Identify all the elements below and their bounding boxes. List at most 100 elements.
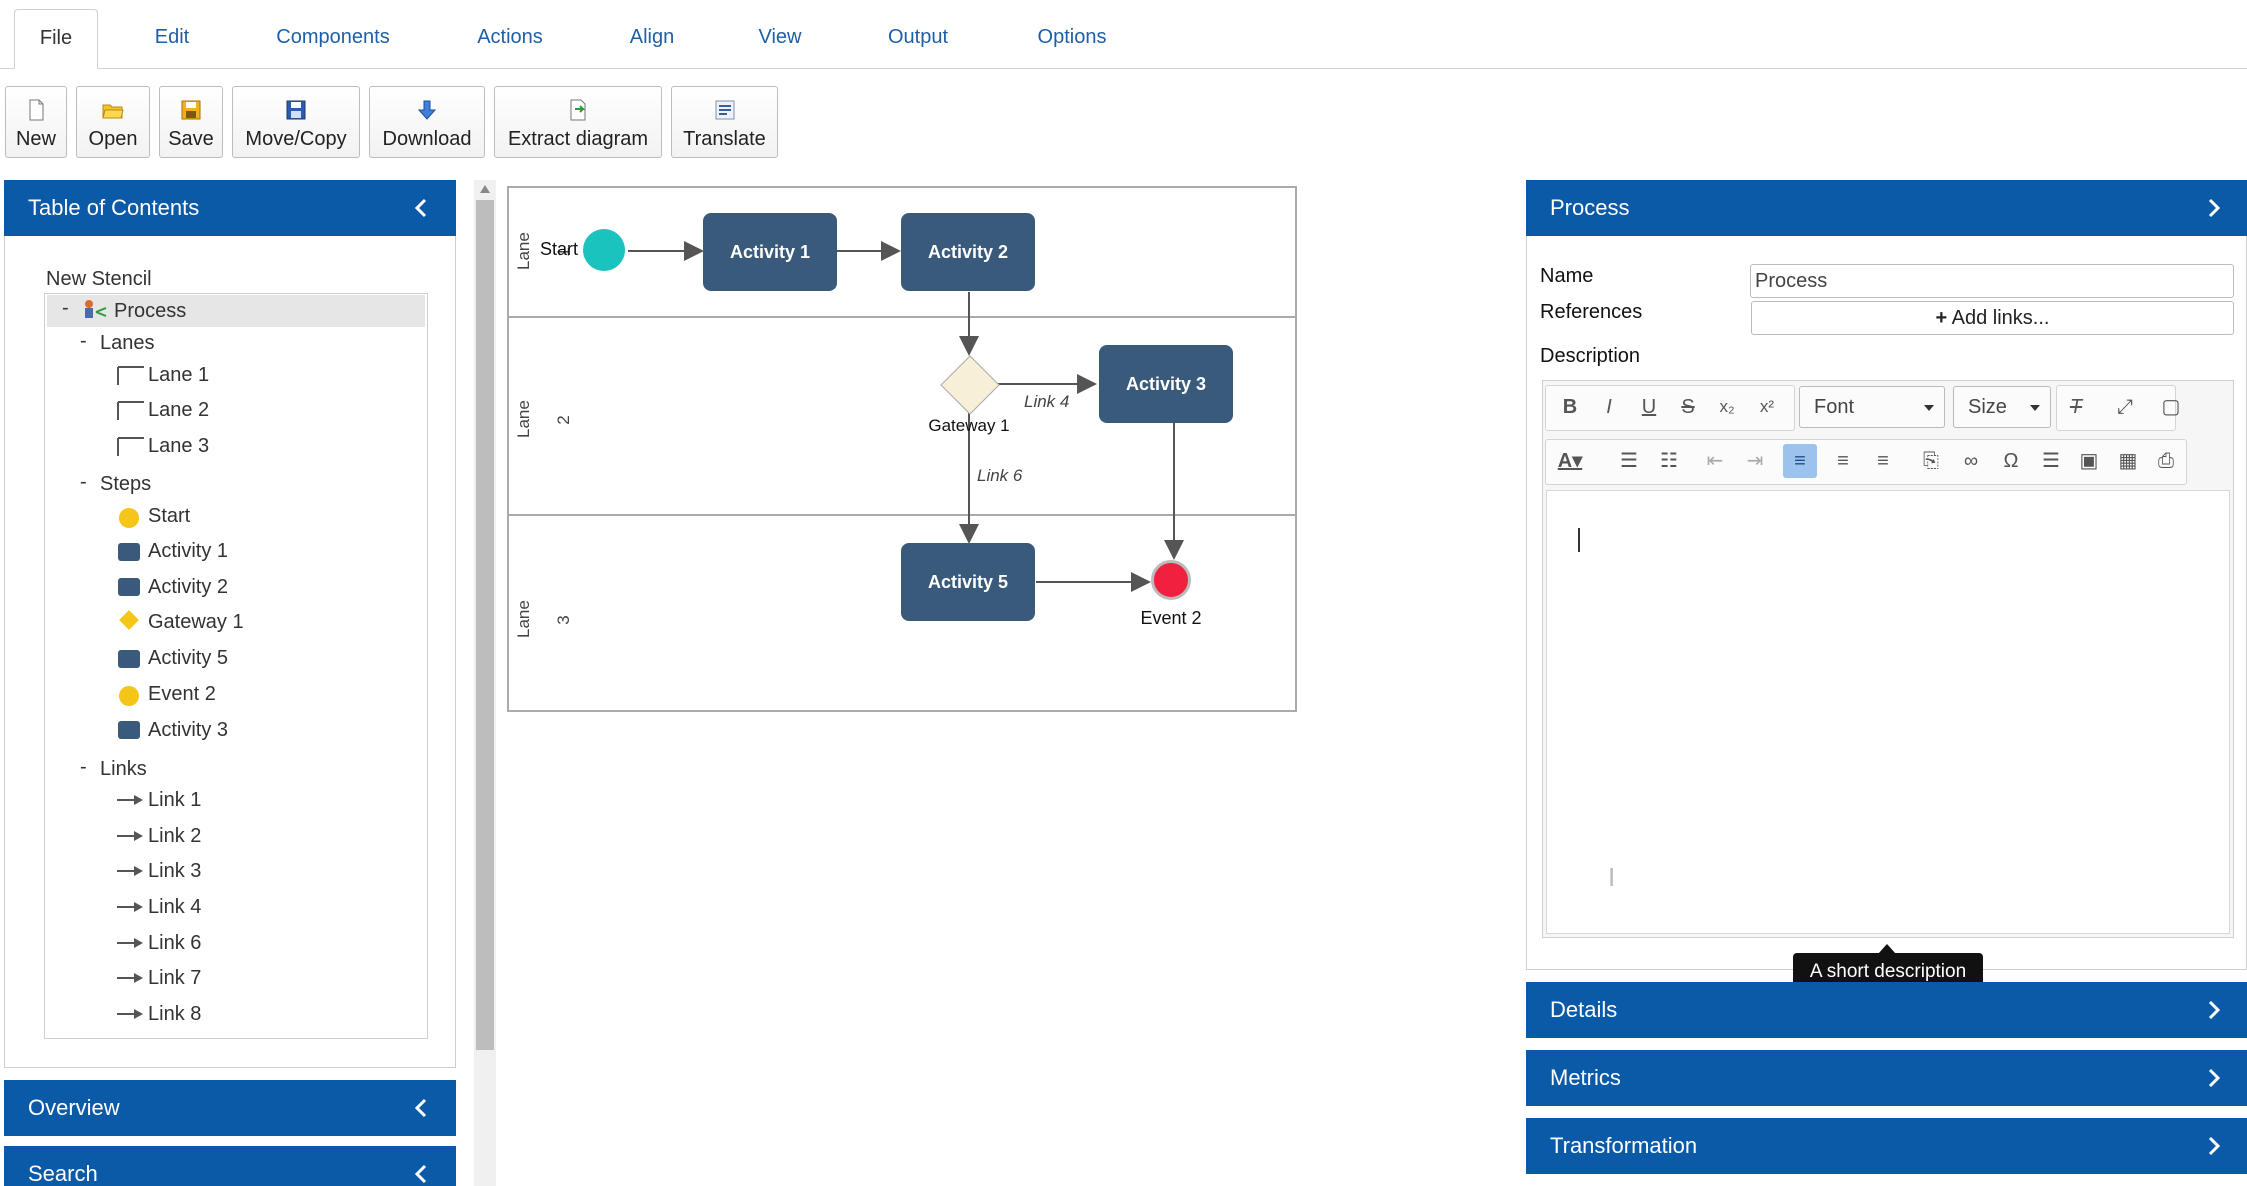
overview-header[interactable]: Overview — [4, 1080, 456, 1136]
numbered-list-icon[interactable]: ☰ — [1620, 450, 1638, 472]
align-center-icon[interactable]: ≡ — [1837, 450, 1849, 472]
tree-item-process-selected[interactable] — [47, 295, 425, 327]
start-event[interactable] — [583, 229, 625, 271]
tab-file[interactable]: File — [14, 9, 98, 69]
extract-diagram-button[interactable]: Extract diagram — [494, 86, 662, 158]
italic-icon[interactable]: I — [1606, 396, 1612, 418]
align-right-icon[interactable]: ≡ — [1877, 450, 1889, 472]
process-icon — [85, 300, 107, 318]
tree-item-lane[interactable]: Lane 3 — [148, 435, 210, 457]
maximize-icon[interactable]: ⤢ — [2117, 396, 2133, 418]
tree-toggle[interactable]: - — [80, 471, 87, 493]
outdent-icon[interactable]: ⇤ — [1706, 450, 1724, 472]
tree-item-step[interactable]: Activity 5 — [148, 647, 229, 669]
image-icon[interactable]: ▣ — [2079, 450, 2099, 472]
tree-item-lane[interactable]: Lane 2 — [148, 399, 210, 421]
search-header[interactable]: Search — [4, 1146, 456, 1186]
source-icon[interactable]: ▢ — [2161, 396, 2181, 418]
start-label: Start — [540, 239, 579, 259]
new-button[interactable]: New — [5, 86, 67, 158]
tab-align[interactable]: Align — [629, 26, 675, 48]
print-icon[interactable]: ⎙ — [2158, 450, 2174, 472]
download-button[interactable]: Download — [369, 86, 485, 158]
link-arrow-icon — [117, 795, 143, 805]
tree-toggle[interactable]: - — [80, 756, 87, 778]
tree-group-lanes[interactable]: Lanes — [100, 332, 155, 354]
save-button[interactable]: Save — [159, 86, 223, 158]
tree-item-link[interactable]: Link 7 — [148, 967, 202, 989]
end-event[interactable] — [1151, 560, 1191, 600]
font-select[interactable]: Font — [1799, 386, 1945, 428]
tree-item-step[interactable]: Activity 2 — [148, 576, 229, 598]
activity-2-node[interactable]: Activity 2 — [901, 213, 1035, 291]
tab-edit[interactable]: Edit — [154, 26, 190, 48]
details-header[interactable]: Details — [1526, 982, 2247, 1038]
align-left-icon[interactable]: ≡ — [1783, 444, 1817, 478]
tree-toggle[interactable]: - — [62, 297, 69, 319]
open-button[interactable]: Open — [76, 86, 150, 158]
expand-chevron-icon[interactable] — [2204, 1067, 2224, 1089]
bold-icon[interactable]: B — [1562, 396, 1578, 418]
text-color-icon[interactable]: A▾ — [1557, 450, 1583, 472]
horizontal-rule-icon[interactable]: ☰ — [2042, 450, 2060, 472]
extract-diagram-icon — [570, 99, 586, 121]
tree-item-step[interactable]: Activity 3 — [148, 719, 229, 741]
tree-item-step[interactable]: Event 2 — [148, 683, 216, 705]
tree-item-link[interactable]: Link 2 — [148, 825, 202, 847]
name-input[interactable] — [1750, 264, 2234, 298]
translate-button[interactable]: Translate — [671, 86, 778, 158]
tree-item-link[interactable]: Link 4 — [148, 896, 202, 918]
scrollbar-thumb[interactable] — [476, 200, 494, 1050]
tree-item-step[interactable]: Gateway 1 — [148, 611, 244, 633]
tree-item-process[interactable]: Process — [114, 300, 187, 322]
properties-header[interactable]: Process — [1526, 180, 2247, 236]
remove-format-icon[interactable]: T — [2069, 396, 2083, 418]
tree-item-link[interactable]: Link 1 — [148, 789, 202, 811]
tree-item-link[interactable]: Link 6 — [148, 932, 202, 954]
indent-icon[interactable]: ⇥ — [1746, 450, 1764, 472]
metrics-header[interactable]: Metrics — [1526, 1050, 2247, 1106]
tree-item-step[interactable]: Activity 1 — [148, 540, 229, 562]
expand-chevron-icon[interactable] — [2204, 197, 2224, 219]
strikethrough-icon[interactable]: S — [1681, 396, 1695, 418]
tree-item-link[interactable]: Link 3 — [148, 860, 202, 882]
expand-chevron-icon[interactable] — [2204, 999, 2224, 1021]
tab-components[interactable]: Components — [276, 26, 390, 48]
collapse-chevron-icon[interactable] — [412, 197, 432, 219]
tab-output[interactable]: Output — [887, 26, 949, 48]
transformation-header[interactable]: Transformation — [1526, 1118, 2247, 1174]
activity-3-node[interactable]: Activity 3 — [1099, 345, 1233, 423]
collapse-chevron-icon[interactable] — [412, 1097, 432, 1119]
tree-item-step[interactable]: Start — [148, 505, 191, 527]
superscript-icon[interactable]: x² — [1759, 397, 1775, 416]
toc-header[interactable]: Table of Contents — [4, 180, 456, 236]
tree-group-links[interactable]: Links — [100, 758, 147, 780]
tree-item-link[interactable]: Link 8 — [148, 1003, 202, 1025]
tree-toggle[interactable]: - — [80, 330, 87, 352]
tab-view[interactable]: View — [758, 26, 802, 48]
expand-chevron-icon[interactable] — [2204, 1135, 2224, 1157]
activity-5-node[interactable]: Activity 5 — [901, 543, 1035, 621]
tree-group-steps[interactable]: Steps — [100, 473, 152, 495]
tree-item-lane[interactable]: Lane 1 — [148, 364, 210, 386]
table-icon[interactable]: ▦ — [2118, 450, 2138, 472]
diagram-connectors — [628, 241, 1184, 592]
tab-actions[interactable]: Actions — [477, 26, 543, 48]
special-character-icon[interactable]: Ω — [2003, 450, 2019, 472]
tab-options[interactable]: Options — [1037, 26, 1107, 48]
translate-label: Translate — [683, 128, 766, 150]
collapse-chevron-icon[interactable] — [412, 1163, 432, 1185]
activity-1-node[interactable]: Activity 1 — [703, 213, 837, 291]
bulleted-list-icon[interactable]: ☷ — [1660, 450, 1678, 472]
link-icon[interactable]: ∞ — [1963, 450, 1979, 472]
paste-icon[interactable]: ⎘ — [1923, 450, 1939, 472]
subscript-icon[interactable]: x₂ — [1719, 397, 1735, 416]
add-links-button[interactable]: + Add links... — [1751, 301, 2234, 335]
scroll-up-arrow-icon[interactable] — [479, 184, 491, 194]
size-select[interactable]: Size — [1953, 386, 2051, 428]
description-editor-area[interactable] — [1546, 490, 2230, 934]
move-copy-button[interactable]: Move/Copy — [232, 86, 360, 158]
overview-title: Overview — [28, 1095, 120, 1120]
underline-icon[interactable]: U — [1641, 396, 1657, 418]
toc-title: Table of Contents — [28, 195, 200, 220]
